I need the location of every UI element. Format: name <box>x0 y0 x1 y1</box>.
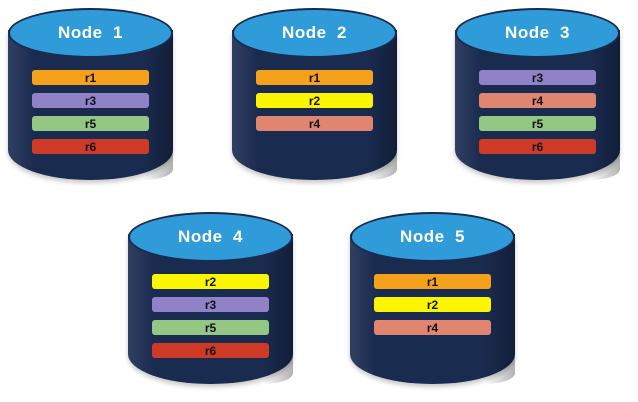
cylinder-top-ellipse <box>8 8 173 58</box>
record-bar-r1[interactable]: r1 <box>374 274 491 289</box>
record-bar-r5[interactable]: r5 <box>32 116 149 131</box>
cylinder-top-ellipse <box>232 8 397 58</box>
record-list: r1 r2 r4 <box>256 70 373 139</box>
record-list: r3 r4 r5 r6 <box>479 70 596 162</box>
record-bar-r3[interactable]: r3 <box>32 93 149 108</box>
record-bar-r6[interactable]: r6 <box>32 139 149 154</box>
record-bar-r1[interactable]: r1 <box>32 70 149 85</box>
node-label: Node 5 <box>400 227 465 246</box>
record-bar-r3[interactable]: r3 <box>479 70 596 85</box>
record-bar-r6[interactable]: r6 <box>479 139 596 154</box>
database-node-5[interactable]: Node 5 r1 r2 r4 <box>350 212 515 392</box>
cylinder-top-ellipse <box>350 212 515 262</box>
record-bar-r2[interactable]: r2 <box>374 297 491 312</box>
record-bar-r5[interactable]: r5 <box>479 116 596 131</box>
node-label: Node 4 <box>178 227 243 246</box>
database-node-2[interactable]: Node 2 r1 r2 r4 <box>232 8 397 188</box>
node-label: Node 2 <box>282 23 347 42</box>
node-label: Node 1 <box>58 23 123 42</box>
record-bar-r2[interactable]: r2 <box>256 93 373 108</box>
record-bar-r4[interactable]: r4 <box>256 116 373 131</box>
record-bar-r4[interactable]: r4 <box>374 320 491 335</box>
record-list: r1 r2 r4 <box>374 274 491 343</box>
database-node-1[interactable]: Node 1 r1 r3 r5 r6 <box>8 8 173 188</box>
record-bar-r3[interactable]: r3 <box>152 297 269 312</box>
record-list: r1 r3 r5 r6 <box>32 70 149 162</box>
record-bar-r1[interactable]: r1 <box>256 70 373 85</box>
cylinder-top-ellipse <box>128 212 293 262</box>
record-bar-r2[interactable]: r2 <box>152 274 269 289</box>
record-bar-r6[interactable]: r6 <box>152 343 269 358</box>
node-label: Node 3 <box>505 23 570 42</box>
cylinder-top-ellipse <box>455 8 620 58</box>
record-bar-r5[interactable]: r5 <box>152 320 269 335</box>
record-bar-r4[interactable]: r4 <box>479 93 596 108</box>
record-list: r2 r3 r5 r6 <box>152 274 269 366</box>
database-node-3[interactable]: Node 3 r3 r4 r5 r6 <box>455 8 620 188</box>
database-node-4[interactable]: Node 4 r2 r3 r5 r6 <box>128 212 293 392</box>
